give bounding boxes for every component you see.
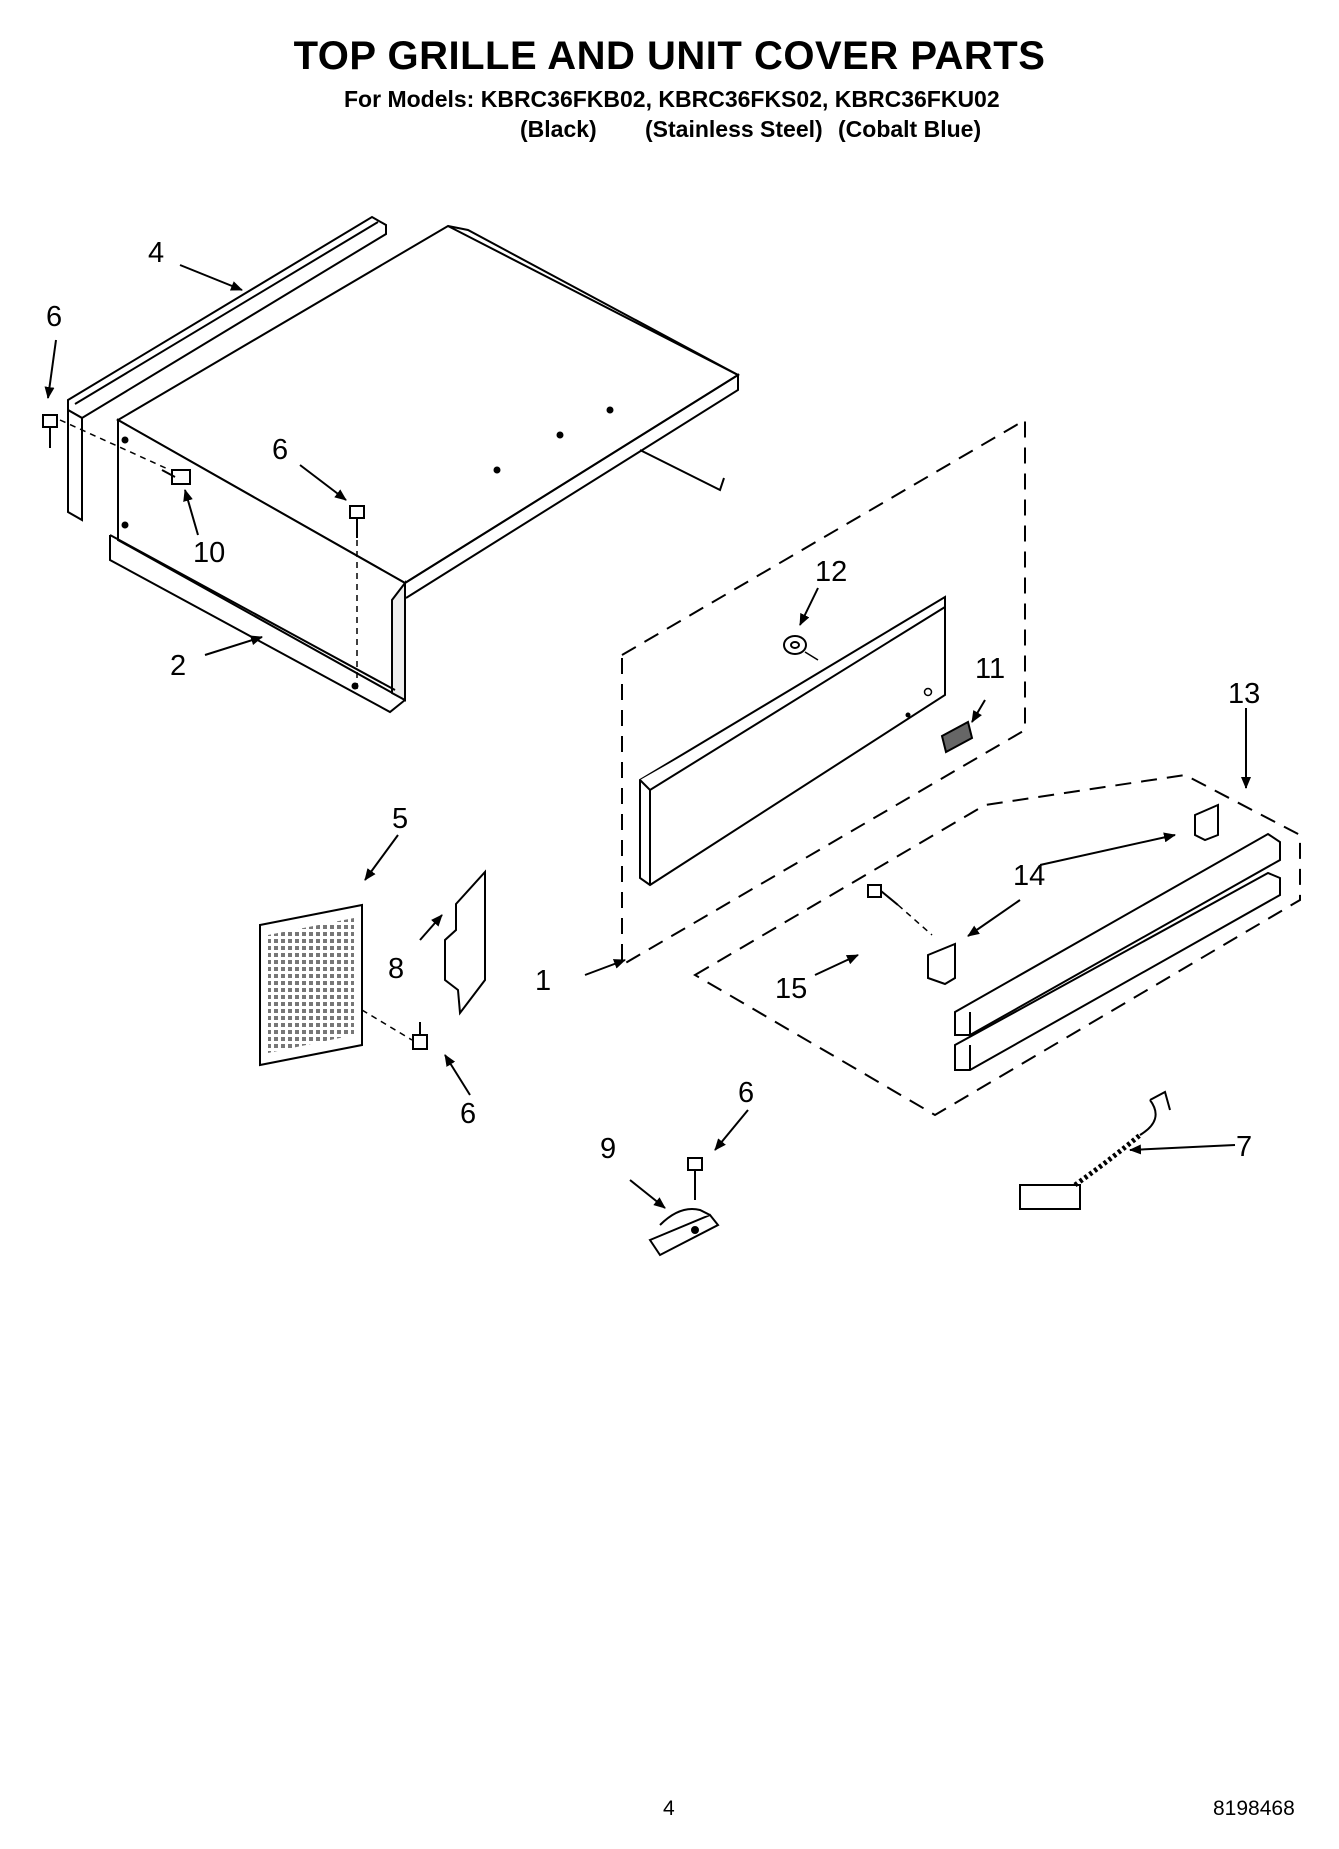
callout-1: 1 <box>535 965 551 997</box>
grille-screen-part-5 <box>259 903 363 1067</box>
dashed-group-13 <box>693 773 1301 1117</box>
callout-2: 2 <box>170 650 186 682</box>
callout-6-top: 6 <box>272 434 288 466</box>
bracket-part-14-upper <box>1194 803 1219 842</box>
callout-11: 11 <box>975 653 1005 685</box>
trim-rails <box>954 832 1281 1071</box>
nut-part-12 <box>783 635 807 655</box>
insulation-part-8 <box>444 869 486 1016</box>
callout-15: 15 <box>775 973 807 1005</box>
variant-black: (Black) <box>520 116 597 142</box>
callout-5: 5 <box>392 803 408 835</box>
callout-10: 10 <box>193 537 225 569</box>
variant-stainless: (Stainless Steel) <box>645 116 823 142</box>
callout-12: 12 <box>815 556 847 588</box>
screw-part-6-top <box>349 505 365 538</box>
callout-7: 7 <box>1236 1131 1252 1163</box>
screw-part-6-left <box>42 414 58 448</box>
part-2-unit-cover <box>109 224 741 714</box>
screw-part-6-clamp <box>687 1157 703 1200</box>
callout-4: 4 <box>148 237 164 269</box>
variant-cobalt: (Cobalt Blue) <box>838 116 982 142</box>
callout-14: 14 <box>1013 860 1045 892</box>
callout-6-clamp: 6 <box>738 1077 754 1109</box>
models-line: For Models: KBRC36FKB02, KBRC36FKS02, KB… <box>344 86 1000 112</box>
leader-lines <box>44 264 1251 1209</box>
bracket-part-14-lower <box>927 942 956 986</box>
grille-panel <box>639 595 946 887</box>
part-4-rear-channel <box>67 215 387 522</box>
callout-8: 8 <box>388 953 404 985</box>
clamp-part-9 <box>648 1208 720 1257</box>
callout-6-screen: 6 <box>460 1098 476 1130</box>
document-number: 8198468 <box>1213 1797 1295 1820</box>
callout-13: 13 <box>1228 678 1260 710</box>
screw-part-15 <box>867 884 899 906</box>
clip-part-10 <box>161 469 191 485</box>
wire-harness-part-7 <box>1019 1090 1171 1210</box>
page-title: TOP GRILLE AND UNIT COVER PARTS <box>293 34 1046 78</box>
badge-part-11 <box>940 720 974 754</box>
callout-9: 9 <box>600 1133 616 1165</box>
page-number: 4 <box>663 1797 675 1820</box>
callout-6-left: 6 <box>46 301 62 333</box>
screw-part-6-screen <box>412 1022 428 1050</box>
